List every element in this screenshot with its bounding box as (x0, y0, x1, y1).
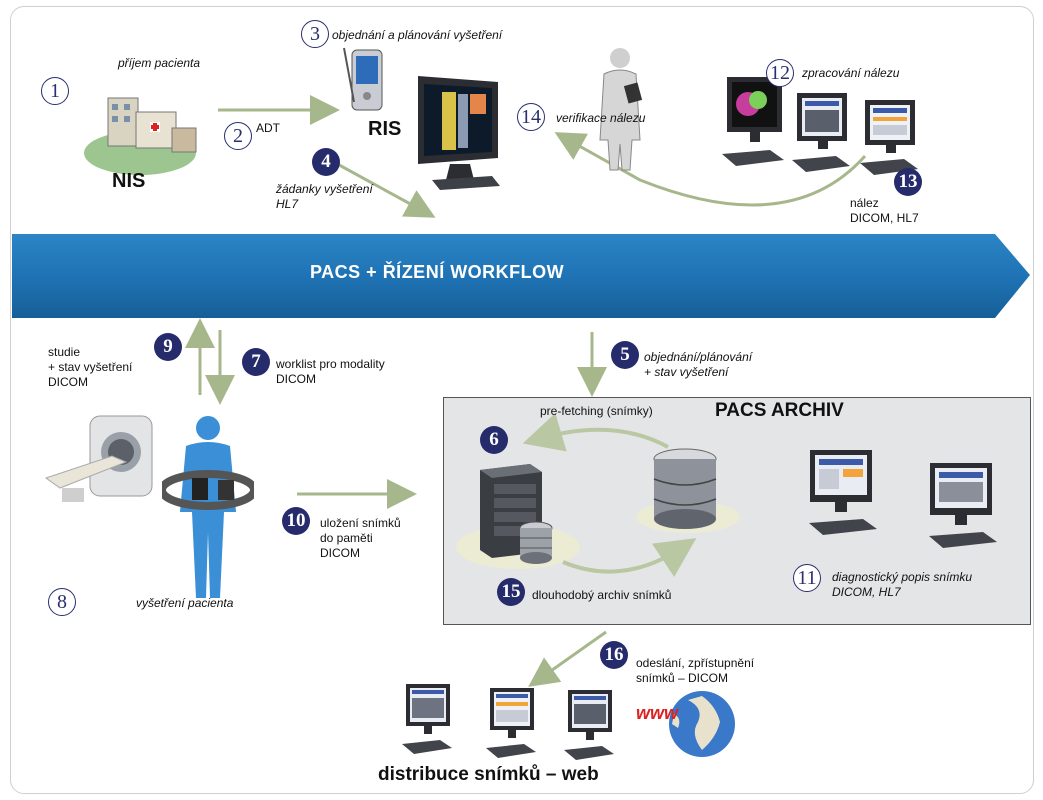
step-badge-10: 10 (282, 507, 310, 535)
step-3-text: objednání a plánování vyšetření (332, 28, 503, 42)
workstation-icon (402, 684, 452, 754)
step-badge-4: 4 (312, 148, 340, 176)
step-1-text: příjem pacienta (118, 56, 201, 70)
step-4-text-1: žádanky vyšetření (276, 182, 373, 196)
doctor-icon (599, 48, 643, 171)
nis-label: NIS (112, 170, 146, 192)
ct-scanner-icon (44, 415, 153, 502)
step-badge-14: 14 (517, 103, 545, 131)
step-badge-11: 11 (793, 564, 821, 592)
arrow-verification (554, 132, 867, 207)
arrow-distribute (528, 630, 607, 687)
step-badge-1: 1 (41, 77, 69, 105)
step-badge-12: 12 (766, 59, 794, 87)
patient-icon (162, 416, 254, 598)
step-badge-16: 16 (600, 641, 628, 669)
step-5-text-1: objednání/plánování (644, 350, 753, 364)
arrow-longterm (562, 538, 697, 577)
pda-icon (343, 47, 383, 111)
step-badge-15: 15 (497, 578, 525, 606)
www-globe-icon (669, 691, 735, 757)
step-5-text-2: + stav vyšetření (644, 365, 729, 379)
workstation-icon (486, 688, 536, 758)
www-label: www (636, 703, 679, 723)
arrow-requests (329, 158, 436, 218)
ris-monitor-icon (418, 76, 500, 190)
step-6-text: pre-fetching (snímky) (540, 404, 653, 418)
banner-title: PACS + ŘÍZENÍ WORKFLOW (310, 262, 565, 282)
database-icon (653, 448, 717, 529)
step-9-text-3: DICOM (48, 375, 88, 389)
step-7-text-1: worklist pro modality (276, 357, 385, 371)
step-10-text-1: uložení snímků (320, 516, 401, 530)
step-12-text: zpracování nálezu (802, 66, 900, 80)
small-database-icon (519, 521, 553, 564)
hospital-icon (84, 97, 197, 175)
step-10-text-3: DICOM (320, 546, 360, 560)
step-13-text-1: nález (850, 196, 879, 210)
step-7-text-2: DICOM (276, 372, 316, 386)
step-8-text: vyšetření pacienta (136, 596, 234, 610)
workstation-icon (722, 77, 784, 166)
workstation-icon (564, 690, 614, 760)
workstation-icon (860, 100, 918, 175)
step-4-text-2: HL7 (276, 197, 299, 211)
step-badge-7: 7 (242, 348, 270, 376)
step-badge-6: 6 (480, 426, 508, 454)
step-11-text-1: diagnostický popis snímku (832, 570, 973, 584)
step-badge-2: 2 (224, 122, 252, 150)
step-13-text-2: DICOM, HL7 (850, 211, 919, 225)
step-14-text: verifikace nálezu (556, 111, 646, 125)
step-badge-5: 5 (611, 341, 639, 369)
workstation-icon (792, 93, 850, 172)
step-16-text-2: snímků – DICOM (636, 671, 729, 685)
step-2-text: ADT (256, 121, 280, 135)
step-15-text: dlouhodobý archiv snímků (532, 588, 672, 602)
step-11-text-2: DICOM, HL7 (832, 585, 901, 599)
workflow-banner (12, 234, 1030, 318)
arrow-prefetch (522, 413, 669, 452)
distribution-label: distribuce snímků – web (378, 764, 599, 785)
step-badge-3: 3 (301, 20, 329, 48)
ris-label: RIS (368, 118, 402, 140)
workstation-icon (929, 463, 997, 548)
step-badge-13: 13 (894, 168, 922, 196)
step-badge-9: 9 (154, 333, 182, 361)
pacs-archive-title: PACS ARCHIV (715, 400, 844, 421)
workstation-icon (809, 450, 877, 535)
step-16-text-1: odeslání, zpřístupnění (636, 656, 755, 670)
step-9-text-1: studie (48, 345, 81, 359)
step-10-text-2: do paměti (320, 531, 373, 545)
step-9-text-2: + stav vyšetření (48, 360, 133, 374)
step-badge-8: 8 (48, 588, 76, 616)
